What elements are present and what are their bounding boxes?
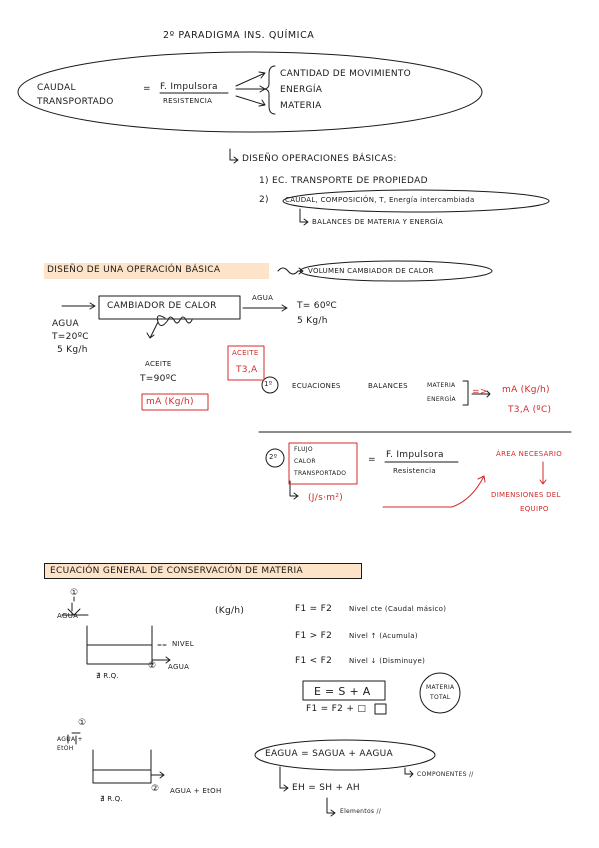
dimensiones-label: DIMENSIONES DEL	[491, 491, 561, 499]
diseno-item-2-prefix: 2)	[259, 195, 269, 205]
caudal-label: CAUDAL	[37, 83, 76, 93]
ecuaciones-label: ECUACIONES	[292, 382, 341, 390]
agua-etoh-1: AGUA +	[57, 736, 83, 743]
materia-total-1: MATERIA	[426, 684, 455, 691]
case-1-desc: Nivel cte (Caudal másico)	[349, 605, 447, 613]
t-aceite: T=90ºC	[140, 374, 177, 384]
item-movimiento: CANTIDAD DE MOVIMIENTO	[280, 69, 412, 79]
agua-out: AGUA	[252, 294, 274, 302]
item-energia: ENERGÍA	[280, 85, 323, 95]
step-2-num: 2º	[269, 453, 278, 461]
equals-sign: =	[143, 84, 151, 94]
general-equation: E = S + A	[314, 685, 371, 698]
section-highlight	[44, 263, 269, 279]
transportado-label-2: TRANSPORTADO	[294, 470, 347, 477]
input-1-num: ①	[70, 588, 79, 598]
input-1b-num: ①	[78, 718, 87, 728]
componentes-label: COMPONENTES //	[417, 771, 474, 778]
case-3-eq: F1 < F2	[295, 656, 333, 666]
agua-etoh-2: EtOH	[57, 745, 74, 752]
operacion-title: DISEÑO DE UNA OPERACIÓN BÁSICA	[47, 265, 221, 275]
agua-in: AGUA	[52, 319, 79, 329]
calor-label: CALOR	[294, 458, 316, 465]
resistencia-label-2: Resistencia	[393, 467, 436, 475]
case-2-eq: F1 > F2	[295, 631, 333, 641]
t-out: T= 60ºC	[297, 301, 337, 311]
agua-out-label: AGUA	[168, 663, 190, 671]
output-2-num: ②	[148, 661, 157, 671]
units-label: (J/s·m²)	[308, 493, 344, 503]
kgh-units: (Kg/h)	[215, 606, 245, 616]
agua-etoh-out: AGUA + EtOH	[170, 787, 222, 795]
case-2-desc: Nivel ↑ (Acumula)	[349, 632, 418, 640]
conservacion-highlight	[44, 563, 362, 579]
materia-label: MATERIA	[427, 382, 456, 389]
eq-h: EH = SH + AH	[292, 783, 360, 793]
aceite-label: ACEITE	[145, 360, 172, 368]
flow-out: 5 Kg/h	[297, 316, 328, 326]
f-equation: F1 = F2 + □	[306, 704, 367, 714]
conservacion-title: ECUACIÓN GENERAL DE CONSERVACIÓN DE MATE…	[50, 566, 303, 576]
agua-in-label: AGUA	[57, 612, 79, 620]
rq-label: ∄ R.Q.	[96, 672, 120, 680]
equipo-label: EQUIPO	[520, 505, 549, 513]
item-materia: MATERIA	[280, 101, 322, 111]
flow-in: 5 Kg/h	[57, 345, 88, 355]
arrow-implies: =>	[472, 387, 488, 397]
output-2b-num: ②	[151, 784, 160, 794]
equals-sign-2: =	[368, 455, 376, 465]
aceite-box-label: ACEITE	[232, 349, 259, 357]
area-label: ÁREA NECESARIO	[496, 450, 563, 458]
case-3-desc: Nivel ↓ (Disminuye)	[349, 657, 426, 665]
resistencia-label: RESISTENCIA	[163, 97, 213, 105]
eq-agua: EAGUA = SAGUA + AAGUA	[265, 749, 393, 759]
paradigm-ellipse	[17, 51, 483, 133]
elementos-label: Elementos //	[340, 808, 382, 815]
flujo-label: FLUJO	[294, 446, 313, 453]
transportado-label: TRANSPORTADO	[37, 97, 114, 107]
ma-box-label: mA (Kg/h)	[146, 397, 194, 407]
case-1-eq: F1 = F2	[295, 604, 333, 614]
page-title: 2º PARADIGMA INS. QUÍMICA	[163, 30, 315, 41]
nivel-label: NIVEL	[172, 640, 194, 648]
rq-label-2: ∄ R.Q.	[100, 795, 124, 803]
step-1-num: 1º	[264, 380, 273, 388]
t3a-box-label: T3,A	[236, 365, 258, 375]
materia-total-2: TOTAL	[430, 694, 451, 701]
diseno-item-2: CAUDAL, COMPOSICIÓN, T, Energía intercam…	[285, 196, 475, 204]
balances-op-label: BALANCES	[368, 382, 408, 390]
balances-label: BALANCES DE MATERIA Y ENERGÍA	[312, 218, 444, 226]
volumen-label: VOLUMEN CAMBIADOR DE CALOR	[308, 267, 434, 275]
energia-label: ENERGÍA	[427, 396, 456, 403]
t-in: T=20ºC	[52, 332, 89, 342]
t3a-result: T3,A (ºC)	[508, 405, 552, 415]
cambiador-box	[98, 295, 241, 320]
cambiador-label: CAMBIADOR DE CALOR	[107, 301, 217, 311]
diseno-title: DISEÑO OPERACIONES BÁSICAS:	[242, 154, 397, 164]
impulsora-label: F. Impulsora	[160, 82, 218, 92]
impulsora-label-2: F. Impulsora	[386, 450, 444, 460]
ma-result: mA (Kg/h)	[502, 385, 550, 395]
diseno-item-1: 1) EC. TRANSPORTE DE PROPIEDAD	[259, 176, 428, 186]
